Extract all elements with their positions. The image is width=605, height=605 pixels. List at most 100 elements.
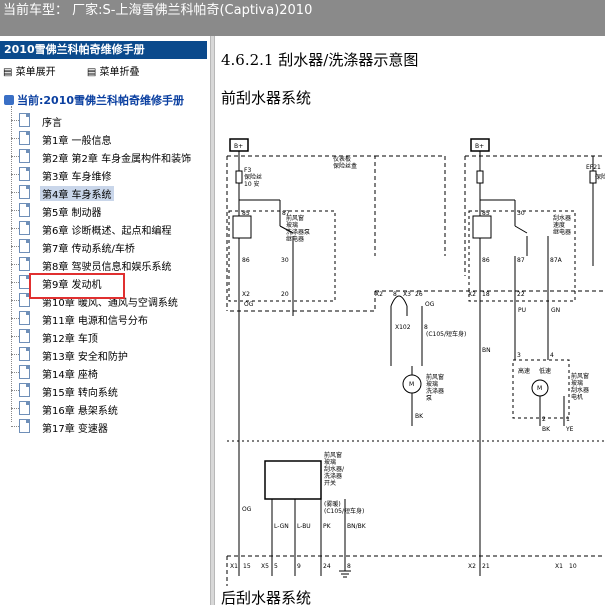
subsection-rear-wiper: 后刮水器系统: [221, 589, 312, 605]
label-c105a: (C105/短车身): [426, 330, 466, 338]
label-pu: PU: [518, 307, 526, 314]
tree-root-label: 当前:2010雪佛兰科帕奇维修手册: [17, 94, 185, 107]
tree-connector-branch: [11, 120, 19, 121]
label-x2-18: 18: [482, 291, 490, 298]
label-b5: 5: [274, 563, 278, 570]
label-pump-4: 泵: [426, 395, 432, 402]
tree-connector-branch: [11, 408, 19, 409]
label-low: 低速: [539, 367, 551, 375]
content-pane: 4.6.2.1 刮水器/洗涤器示意图 前刮水器系统: [215, 36, 605, 605]
tree-item-label[interactable]: 第9章 发动机: [42, 280, 102, 291]
label-pin87ac: 87A: [550, 257, 563, 264]
label-sw-3: 刮水器/: [324, 465, 345, 473]
tree-item-label[interactable]: 第16章 悬架系统: [42, 406, 118, 417]
tree-item-label[interactable]: 第14章 座椅: [42, 370, 98, 381]
document-icon: [19, 347, 30, 361]
tree-root[interactable]: 当前:2010雪佛兰科帕奇维修手册: [4, 92, 184, 108]
tree-item-label[interactable]: 第10章 暖风、通风与空调系统: [42, 298, 178, 309]
label-x2-b: X2: [375, 291, 383, 298]
document-icon: [19, 419, 30, 433]
splitter[interactable]: [210, 36, 215, 605]
label-ef21-desc: 保险丝: [595, 173, 605, 181]
label-panel-desc2: 保险丝盒: [333, 162, 357, 170]
label-sw-2: 玻璃: [324, 458, 336, 466]
wiring-diagram: B+ B+ F3 保险丝 10 安 仪表板 保险丝盒 EF21 保险丝 前风窗 …: [226, 138, 605, 586]
tree-connector-branch: [11, 264, 19, 265]
document-icon: [19, 383, 30, 397]
tree-item-label[interactable]: 第11章 电源和信号分布: [42, 316, 148, 327]
label-x1-b: X1: [555, 563, 563, 570]
tree-item-label[interactable]: 序言: [42, 118, 62, 129]
label-og-left: OG: [242, 506, 252, 513]
document-icon: [19, 131, 30, 145]
label-relay-right-2: 速度: [553, 221, 565, 229]
label-x102-pin: 8: [424, 324, 428, 331]
tree-item-label[interactable]: 第6章 诊断概述、起点和编程: [42, 226, 172, 237]
label-pin85a: 85: [242, 210, 250, 217]
label-og-top: OG: [244, 301, 254, 308]
label-pin86a: 86: [242, 257, 250, 264]
collapse-menu-button[interactable]: ▤ 菜单折叠: [86, 67, 140, 78]
label-wire-bnbk: BN/BK: [347, 523, 367, 530]
label-f3: F3: [244, 167, 251, 174]
label-pump-1: 前风窗: [426, 373, 444, 381]
sidebar-header: 2010雪佛兰科帕奇维修手册: [0, 41, 207, 59]
document-icon: [19, 401, 30, 415]
label-relay-right-3: 继电器: [553, 228, 571, 236]
label-x5: X5: [261, 563, 269, 570]
document-icon: [19, 293, 30, 307]
label-x2-d: X2: [468, 563, 476, 570]
tree-item-label[interactable]: 第17章 变速器: [42, 424, 108, 435]
tree-item-label[interactable]: 第13章 安全和防护: [42, 352, 128, 363]
document-icon: [19, 203, 30, 217]
section-heading: 4.6.2.1 刮水器/洗涤器示意图: [221, 49, 418, 70]
label-pin87c: 87: [517, 257, 525, 264]
tree-item-label[interactable]: 第1章 一般信息: [42, 136, 112, 147]
tree-item-label[interactable]: 第7章 传动系统/车桥: [42, 244, 135, 255]
document-icon: [19, 365, 30, 379]
label-f3-desc1: 保险丝: [244, 173, 262, 181]
tree-item-label[interactable]: 第8章 驾驶员信息和娱乐系统: [42, 262, 172, 273]
label-b24: 24: [323, 563, 331, 570]
sidebar-menu-row: ▤ 菜单展开 ▤ 菜单折叠: [3, 63, 167, 78]
label-motor-pin4: 4: [550, 352, 554, 359]
label-b9: 9: [297, 563, 301, 570]
label-wire-pk: PK: [323, 523, 332, 530]
label-pump-2: 玻璃: [426, 380, 438, 388]
tree-item-label[interactable]: 第4章 车身系统: [40, 186, 114, 201]
tree-item-label[interactable]: 第5章 制动器: [42, 208, 102, 219]
label-motor-2: 玻璃: [571, 379, 583, 387]
label-motor-3: 刮水器: [571, 386, 589, 394]
computer-icon: [4, 95, 14, 105]
document-icon: [19, 149, 30, 163]
document-icon: [19, 329, 30, 343]
tree-connector-branch: [11, 174, 19, 175]
tree-item-label[interactable]: 第3章 车身维修: [42, 172, 112, 183]
label-ye: YE: [565, 426, 574, 433]
label-x3-26: 26: [415, 291, 423, 298]
label-sw-note2: (C105/短车身): [324, 507, 364, 515]
label-x2-8: 8: [393, 291, 397, 298]
label-f3-desc2: 10 安: [244, 180, 260, 188]
document-icon: [19, 185, 30, 199]
label-wire-lbu: L-BU: [297, 523, 311, 530]
label-x3: X3: [403, 291, 411, 298]
document-icon: [19, 167, 30, 181]
tree-connector-branch: [11, 318, 19, 319]
expand-menu-button[interactable]: ▤ 菜单展开: [3, 67, 56, 78]
label-gn: GN: [551, 307, 560, 314]
label-sw-1: 前风窗: [324, 451, 342, 459]
tree-item-label[interactable]: 第2章 第2章 车身金属构件和装饰: [42, 154, 192, 165]
tree-connector-branch: [11, 156, 19, 157]
collapse-menu-label: 菜单折叠: [99, 67, 140, 78]
tree-item-label[interactable]: 第12章 车顶: [42, 334, 98, 345]
tree-connector-branch: [11, 426, 19, 427]
label-b21: 21: [482, 563, 490, 570]
label-ef21: EF21: [586, 164, 601, 171]
tree-connector-branch: [11, 372, 19, 373]
label-motor-pin3: 3: [517, 352, 521, 359]
label-b8: 8: [347, 563, 351, 570]
tree-connector-branch: [11, 246, 19, 247]
tree-item-label[interactable]: 第15章 转向系统: [42, 388, 118, 399]
label-relay-left-4: 继电器: [286, 235, 304, 243]
